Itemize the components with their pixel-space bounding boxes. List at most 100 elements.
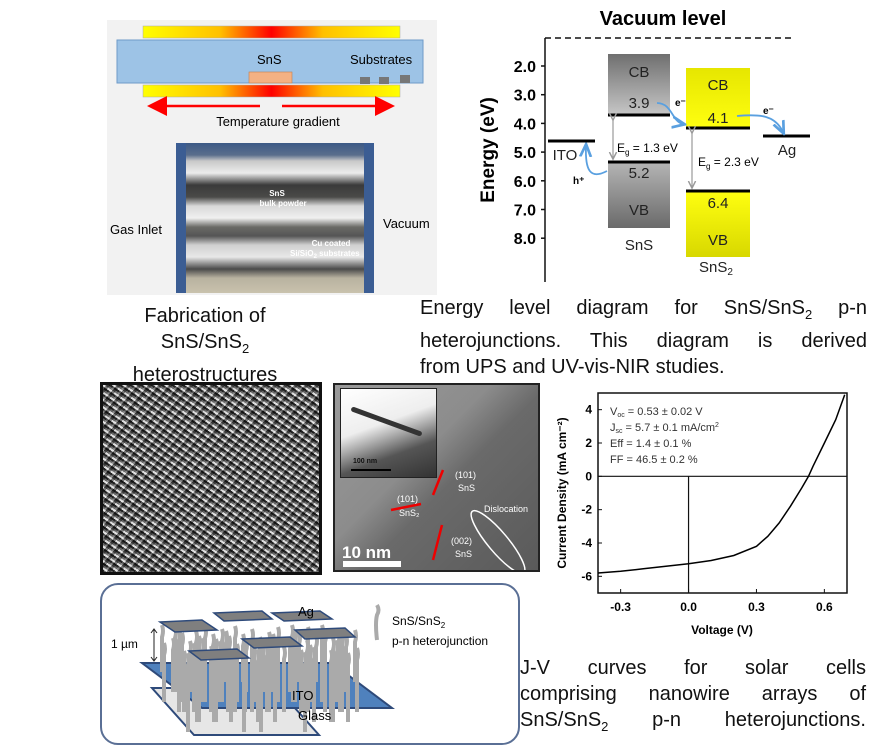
photo-sns-label: SnS xyxy=(269,189,285,198)
bandgap-sns2-label: Eg = 2.3 eV xyxy=(698,155,759,171)
sns-cb-value: 3.9 xyxy=(629,95,650,112)
plane-label: (101) xyxy=(397,494,418,504)
nanowire xyxy=(308,644,313,702)
ag-label: Ag xyxy=(298,604,314,619)
nanowire xyxy=(188,640,193,692)
furnace-photo xyxy=(176,143,374,293)
energy-tick-label: 3.0 xyxy=(514,88,536,105)
nanowire xyxy=(282,646,287,712)
jsc-annotation: Jsc = 5.7 ± 0.1 mA/cm2 xyxy=(610,422,719,435)
ag-contact xyxy=(293,627,357,640)
hole-label: h⁺ xyxy=(573,176,584,187)
sns2-vb-value: 6.4 xyxy=(708,195,729,212)
sns2-cb-value: 4.1 xyxy=(708,110,729,127)
x-tick-label: 0.3 xyxy=(748,600,765,614)
ff-annotation: FF = 46.5 ± 0.2 % xyxy=(610,454,698,466)
plane-label: (101) xyxy=(455,470,476,480)
plane-material: SnS xyxy=(455,549,472,559)
y-tick-label: -6 xyxy=(581,569,592,583)
nanowire xyxy=(331,637,336,722)
hole-transfer-arrow xyxy=(586,146,608,176)
jv-caption: J-V curves for solar cells comprising na… xyxy=(520,657,866,734)
sns-vb-box xyxy=(608,162,670,228)
energy-tick-label: 4.0 xyxy=(514,116,536,133)
sns2-cb-label: CB xyxy=(708,77,729,94)
electron-transfer-arrow-ag xyxy=(736,114,783,132)
nanowire xyxy=(180,632,185,682)
substrates-label: Substrates xyxy=(350,52,413,67)
jv-curve xyxy=(597,394,846,574)
legend-junction: p-n heterojunction xyxy=(392,634,488,648)
energy-tick-label: 6.0 xyxy=(514,174,536,191)
tem-inset: 100 nm xyxy=(340,388,437,478)
lattice-line xyxy=(431,524,444,561)
electron-label: e⁻ xyxy=(675,98,686,109)
device-drawing: Ag ITO Glass 1 µm SnS/SnS2 p-n heterojun… xyxy=(111,603,488,736)
sns-vb-value: 5.2 xyxy=(629,165,650,182)
x-axis-label: Voltage (V) xyxy=(691,623,753,637)
legend-material: SnS/SnS2 xyxy=(392,614,446,630)
vacuum-level-label: Vacuum level xyxy=(600,8,727,30)
nanowire xyxy=(197,635,202,722)
energy-tick-label: 8.0 xyxy=(514,231,536,248)
inset-scale-label: 100 nm xyxy=(353,458,378,465)
sns-source xyxy=(248,71,293,84)
y-tick-label: -4 xyxy=(581,536,592,550)
height-label: 1 µm xyxy=(111,637,138,651)
y-tick-label: -2 xyxy=(581,503,592,517)
temperature-gradient-label: Temperature gradient xyxy=(216,114,340,129)
nanowire xyxy=(290,624,295,692)
bottom-heater xyxy=(142,84,401,98)
energy-tick-label: 5.0 xyxy=(514,145,536,162)
scale-bar xyxy=(343,561,401,567)
photo-cu-label: Cu coated xyxy=(312,239,351,248)
tem-annotations: (101) SnS (101) SnS₂ (002) SnS Dislocati… xyxy=(390,469,528,570)
nanowire xyxy=(211,633,216,712)
energy-tick-label: 7.0 xyxy=(514,203,536,220)
electron-transfer-arrow xyxy=(656,102,683,124)
ag-contact xyxy=(211,610,275,622)
nanowire xyxy=(194,630,199,712)
scale-label: 10 nm xyxy=(342,543,392,562)
nanowire xyxy=(227,635,232,692)
nanowire-legend-icon xyxy=(374,603,381,641)
dislocation-label: Dislocation xyxy=(484,504,528,514)
device-schematic: Ag ITO Glass 1 µm SnS/SnS2 p-n heterojun… xyxy=(100,583,520,745)
y-axis-label: Current Density (mA cm⁻²) xyxy=(555,417,569,568)
glass-label: Glass xyxy=(298,708,332,723)
nanowire xyxy=(179,645,184,702)
vacuum-label: Vacuum xyxy=(383,216,430,231)
plane-label: (002) xyxy=(451,536,472,546)
x-tick-label: 0.0 xyxy=(680,600,697,614)
ag-contact xyxy=(269,610,335,622)
sns-material-label: SnS xyxy=(625,237,653,254)
voc-annotation: Voc = 0.53 ± 0.02 V xyxy=(610,406,703,419)
nanowire xyxy=(322,642,327,692)
substrate xyxy=(379,77,389,84)
y-tick-label: 2 xyxy=(585,436,592,450)
sns2-cb-box xyxy=(686,68,750,129)
plane-material: SnS xyxy=(458,483,475,493)
nanowire xyxy=(305,639,310,692)
y-tick-label: 0 xyxy=(585,469,592,483)
ag-contact xyxy=(186,648,252,661)
ag-contact xyxy=(239,636,305,649)
top-heater xyxy=(142,25,401,39)
electron-label-ag: e⁻ xyxy=(763,106,774,117)
x-tick-label: -0.3 xyxy=(610,600,631,614)
ag-label: Ag xyxy=(778,142,796,159)
tem-image: 100 nm 10 nm (101) SnS (101) SnS₂ (002) … xyxy=(333,383,540,572)
fabrication-caption: Fabrication of SnS/SnS2 heterostructures xyxy=(132,305,278,386)
lattice-line xyxy=(390,502,422,512)
sns-vb-label: VB xyxy=(629,202,649,219)
energy-tick-label: 2.0 xyxy=(514,59,536,76)
eff-annotation: Eff = 1.4 ± 0.1 % xyxy=(610,438,692,450)
photo-substrates-label: Si/SiO2 substrates xyxy=(290,249,360,260)
y-tick-label: 4 xyxy=(585,403,592,417)
nanowire xyxy=(220,628,225,702)
bandgap-sns-label: Eg = 1.3 eV xyxy=(617,141,678,157)
